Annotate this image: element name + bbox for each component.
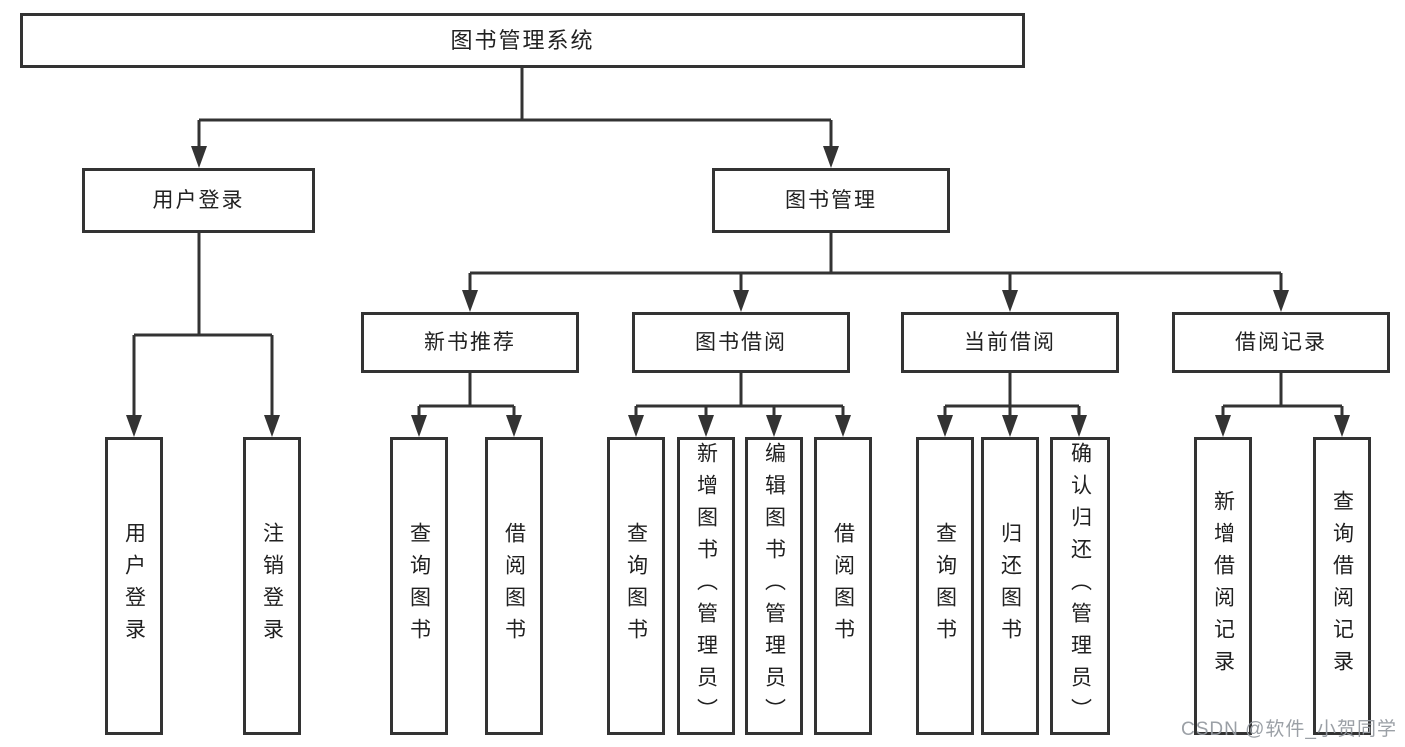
leaf-label: 查询图书 [624, 522, 648, 650]
leaf-label: 注销登录 [260, 522, 284, 650]
leaf-edit-books-admin: 编辑图书（管理员） [745, 437, 803, 735]
leaf-query-books-borrow: 查询图书 [607, 437, 665, 735]
leaf-label: 查询图书 [933, 522, 957, 650]
arrowheads [126, 146, 1350, 437]
node-label: 当前借阅 [964, 331, 1056, 354]
node-label: 借阅记录 [1235, 331, 1327, 354]
node-library-management-system: 图书管理系统 [20, 13, 1025, 68]
leaf-label: 查询图书 [407, 522, 431, 650]
leaf-return-books: 归还图书 [981, 437, 1039, 735]
csdn-watermark: CSDN @软件_小贺同学 [1181, 719, 1397, 740]
leaf-query-books-recommend: 查询图书 [390, 437, 448, 735]
leaf-label: 查询借阅记录 [1330, 490, 1354, 682]
node-new-book-recommendation: 新书推荐 [361, 312, 579, 373]
leaf-add-borrow-record: 新增借阅记录 [1194, 437, 1252, 735]
leaf-label: 借阅图书 [831, 522, 855, 650]
leaf-borrow-books: 借阅图书 [814, 437, 872, 735]
node-label: 图书借阅 [695, 331, 787, 354]
leaf-add-books-admin: 新增图书（管理员） [677, 437, 735, 735]
node-label: 新书推荐 [424, 331, 516, 354]
leaf-label: 新增图书（管理员） [694, 442, 718, 730]
tree-edges [132, 68, 1344, 417]
leaf-label: 新增借阅记录 [1211, 490, 1235, 682]
node-current-borrowing: 当前借阅 [901, 312, 1119, 373]
leaf-label: 编辑图书（管理员） [762, 442, 786, 730]
node-user-login: 用户登录 [82, 168, 315, 233]
leaf-user-login: 用户登录 [105, 437, 163, 735]
leaf-label: 用户登录 [122, 522, 146, 650]
leaf-logout: 注销登录 [243, 437, 301, 735]
leaf-query-books-current: 查询图书 [916, 437, 974, 735]
leaf-label: 归还图书 [998, 522, 1022, 650]
node-book-management: 图书管理 [712, 168, 950, 233]
node-borrowing-records: 借阅记录 [1172, 312, 1390, 373]
leaf-label: 确认归还（管理员） [1068, 442, 1092, 730]
node-label: 图书管理系统 [450, 27, 595, 53]
leaf-borrow-books-recommend: 借阅图书 [485, 437, 543, 735]
leaf-label: 借阅图书 [502, 522, 526, 650]
node-book-borrowing: 图书借阅 [632, 312, 850, 373]
node-label: 图书管理 [785, 189, 877, 212]
node-label: 用户登录 [152, 189, 245, 212]
leaf-query-borrow-record: 查询借阅记录 [1313, 437, 1371, 735]
leaf-confirm-return-admin: 确认归还（管理员） [1050, 437, 1110, 735]
